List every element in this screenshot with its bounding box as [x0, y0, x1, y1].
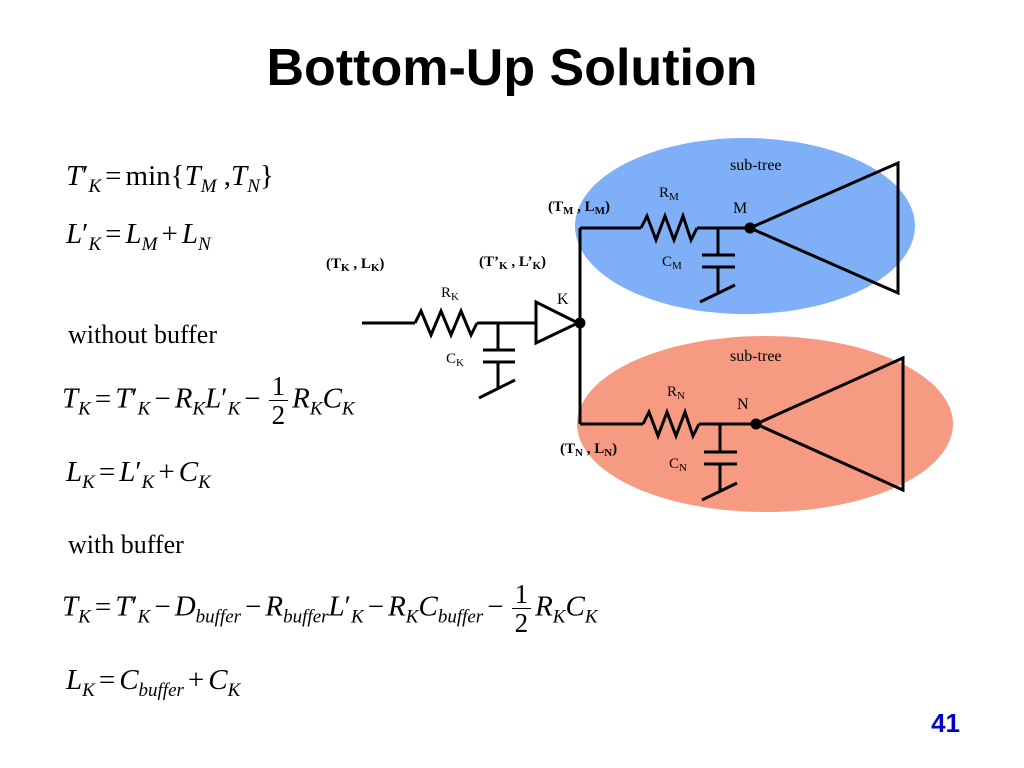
pair-tk-lk: (TK , LK)	[326, 256, 384, 274]
equation-lk-with-buffer: LK=Cbuffer+CK	[66, 664, 241, 701]
resistor-rn	[641, 407, 701, 441]
cm-label: CM	[662, 254, 682, 272]
node-k-label: K	[557, 291, 569, 308]
equation-t-prime-k: T′K=min{TM ,TN}	[66, 160, 274, 197]
slide-title: Bottom-Up Solution	[266, 39, 758, 97]
rk-label: RK	[441, 285, 459, 303]
cn-label: CN	[669, 456, 687, 474]
resistor-rk	[413, 307, 479, 339]
without-buffer-label: without buffer	[68, 320, 217, 349]
node-n-label: N	[737, 396, 749, 413]
pair-tm-lm: (TM , LM)	[548, 199, 610, 217]
rn-label: RN	[667, 384, 685, 402]
ck-label: CK	[446, 351, 464, 369]
page-number: 41	[931, 708, 960, 738]
subtree-n-triangle	[752, 355, 905, 493]
node-k-dot	[574, 317, 586, 329]
equation-lk-without-buffer: LK=L′K+CK	[66, 456, 211, 493]
pair-tprime-lprime-k: (T’K , L’K)	[479, 254, 546, 272]
subtree-m-label: sub-tree	[730, 157, 782, 174]
buffer-k	[534, 299, 582, 346]
rm-label: RM	[659, 185, 679, 203]
subtree-n-label: sub-tree	[730, 348, 782, 365]
equation-l-prime-k: L′K=LM+LN	[66, 218, 211, 255]
node-m-dot	[744, 222, 756, 234]
subtree-m-triangle	[746, 160, 900, 296]
pair-tn-ln: (TN , LN)	[560, 441, 617, 459]
with-buffer-label: with buffer	[68, 530, 184, 559]
subtree-m-ellipse	[575, 138, 915, 314]
node-n-dot	[750, 418, 762, 430]
resistor-rm	[639, 211, 699, 245]
node-m-label: M	[733, 200, 747, 217]
subtree-n-ellipse	[577, 336, 953, 512]
